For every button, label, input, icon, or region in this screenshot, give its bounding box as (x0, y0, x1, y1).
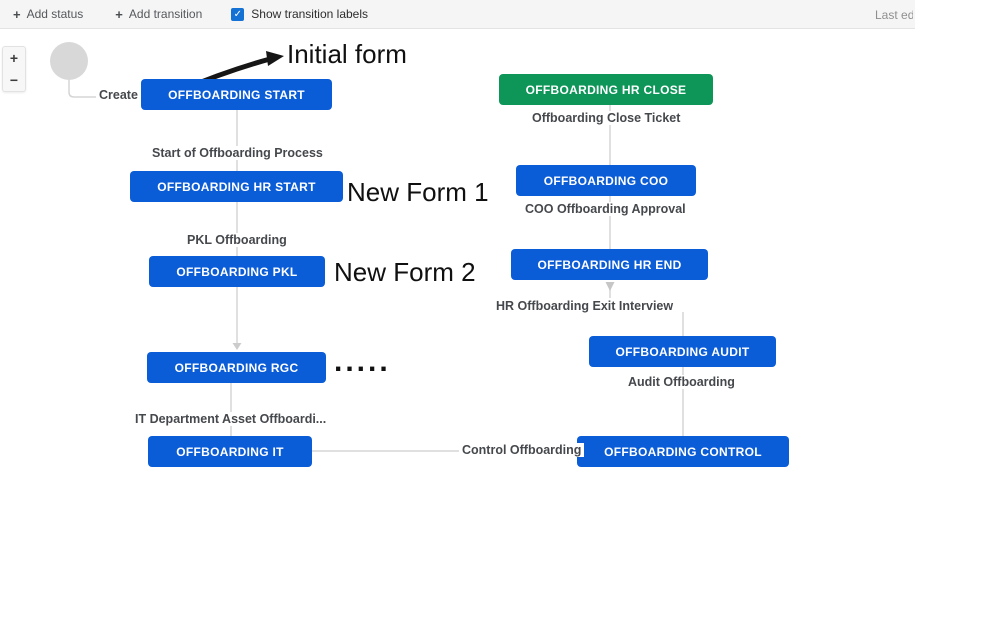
transition-label-start-of-offboarding-process[interactable]: Start of Offboarding Process (149, 146, 326, 160)
initial-status-node[interactable] (50, 42, 88, 80)
status-node-offboarding-pkl[interactable]: OFFBOARDING PKL (149, 256, 325, 287)
transition-label-audit-offboarding[interactable]: Audit Offboarding (625, 375, 738, 389)
last-edited-text: Last edi (875, 8, 913, 22)
annotation-new-form-2: New Form 2 (334, 257, 476, 287)
add-transition-label: Add transition (128, 7, 203, 21)
show-transition-labels-label: Show transition labels (251, 7, 369, 21)
status-node-offboarding-it[interactable]: OFFBOARDING IT (148, 436, 312, 467)
plus-icon: + (13, 6, 21, 22)
transition-label-control-offboarding[interactable]: Control Offboarding (459, 443, 585, 457)
plus-icon: + (115, 6, 123, 22)
transition-label-it-department-asset-offboarding[interactable]: IT Department Asset Offboardi... (132, 412, 330, 426)
checked-checkbox-icon[interactable]: ✓ (231, 7, 245, 21)
zoom-in-button[interactable]: + (9, 50, 19, 66)
annotation-initial-form: Initial form (287, 39, 407, 69)
toolbar: + Add status + Add transition ✓ Show tra… (0, 0, 915, 29)
status-node-offboarding-start[interactable]: OFFBOARDING START (141, 79, 332, 110)
zoom-out-button[interactable]: − (9, 72, 19, 88)
add-status-button[interactable]: + Add status (13, 7, 83, 22)
transition-label-pkl-offboarding[interactable]: PKL Offboarding (184, 233, 290, 247)
transition-label-offboarding-close-ticket[interactable]: Offboarding Close Ticket (529, 111, 684, 125)
transition-label-hr-offboarding-exit-interview[interactable]: HR Offboarding Exit Interview (493, 299, 677, 313)
annotation-dots: ..... (334, 345, 391, 378)
status-node-offboarding-hr-end[interactable]: OFFBOARDING HR END (511, 249, 708, 280)
transition-label-coo-offboarding-approval[interactable]: COO Offboarding Approval (522, 202, 689, 216)
zoom-controls: + − (2, 46, 26, 92)
annotation-new-form-1: New Form 1 (347, 177, 489, 207)
status-node-offboarding-hr-start[interactable]: OFFBOARDING HR START (130, 171, 343, 202)
status-node-offboarding-rgc[interactable]: OFFBOARDING RGC (147, 352, 326, 383)
add-transition-button[interactable]: + Add transition (115, 7, 202, 22)
add-status-label: Add status (26, 7, 84, 21)
show-transition-labels-toggle[interactable]: ✓ Show transition labels (231, 7, 368, 21)
status-node-offboarding-audit[interactable]: OFFBOARDING AUDIT (589, 336, 776, 367)
status-node-offboarding-coo[interactable]: OFFBOARDING COO (516, 165, 696, 196)
status-node-offboarding-hr-close[interactable]: OFFBOARDING HR CLOSE (499, 74, 713, 105)
transition-label-create[interactable]: Create (96, 88, 141, 102)
status-node-offboarding-control[interactable]: OFFBOARDING CONTROL (577, 436, 789, 467)
